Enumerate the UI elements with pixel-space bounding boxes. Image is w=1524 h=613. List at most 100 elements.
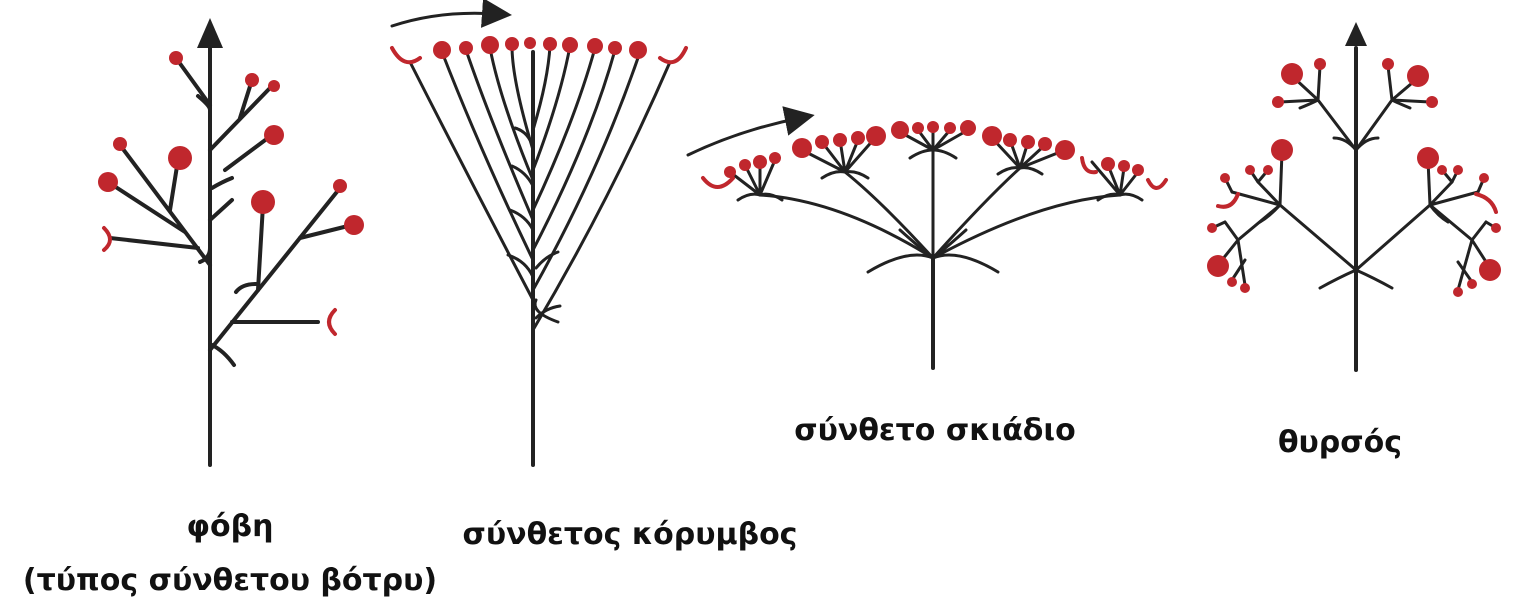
- flower: [1227, 277, 1237, 287]
- panicle-label: φόβη: [0, 512, 460, 542]
- flower: [1207, 255, 1229, 277]
- flower: [1101, 157, 1115, 171]
- flower: [833, 133, 847, 147]
- flower: [543, 37, 557, 51]
- flower: [1240, 283, 1250, 293]
- umbel-ray: [760, 195, 933, 258]
- cup-flower: [392, 48, 420, 62]
- flower: [524, 37, 536, 49]
- flower: [1245, 165, 1255, 175]
- flower: [459, 41, 473, 55]
- flower: [912, 122, 924, 134]
- flower: [1003, 133, 1017, 147]
- umbel-ray: [845, 172, 933, 258]
- bract: [933, 255, 998, 272]
- flower: [1281, 63, 1303, 85]
- flower: [245, 73, 259, 87]
- umbel-ray: [933, 168, 1020, 258]
- flower: [505, 37, 519, 51]
- flower: [815, 135, 829, 149]
- compound-umbel-diagram: [688, 118, 1166, 368]
- cup-flower: [1218, 194, 1238, 207]
- flower: [169, 51, 183, 65]
- compound-umbel-label: σύνθετο σκιάδιο: [760, 416, 1110, 446]
- panicle-branch: [210, 188, 340, 350]
- thyrse-branch: [1356, 160, 1490, 290]
- compound-corymb-label: σύνθετος κόρυμβος: [440, 520, 820, 550]
- panicle-branch: [258, 205, 263, 290]
- corymb-branch: [410, 62, 533, 300]
- flower: [268, 80, 280, 92]
- thyrse-label: θυρσός: [1240, 428, 1440, 458]
- flower: [1038, 137, 1052, 151]
- flower: [168, 146, 192, 170]
- flower: [113, 137, 127, 151]
- corymb-branch: [490, 48, 533, 180]
- flower: [866, 126, 886, 146]
- flower: [1479, 259, 1501, 281]
- flower: [927, 121, 939, 133]
- panicle-sublabel: (τύπος σύνθετου βότρυ): [0, 566, 460, 596]
- thyrse-axis-arrow-icon: [1345, 22, 1367, 46]
- corymb-branch: [533, 62, 670, 330]
- corymb-direction-arrow-icon: [392, 13, 497, 26]
- bract: [822, 172, 868, 178]
- panicle-axis-arrow-icon: [197, 18, 223, 48]
- panicle-branch: [110, 238, 198, 248]
- flower: [1417, 147, 1439, 169]
- bract: [738, 194, 782, 200]
- compound-corymb-diagram: [392, 13, 686, 465]
- flower: [1314, 58, 1326, 70]
- flower: [1453, 287, 1463, 297]
- flower: [891, 121, 909, 139]
- flower: [98, 172, 118, 192]
- flower: [562, 37, 578, 53]
- flower: [1118, 160, 1130, 172]
- flower: [944, 122, 956, 134]
- cup-flower: [703, 178, 733, 187]
- flower: [1491, 223, 1501, 233]
- flower: [251, 190, 275, 214]
- panicle-diagram: [98, 18, 364, 465]
- flower: [433, 41, 451, 59]
- bract: [212, 345, 234, 365]
- flower: [1271, 139, 1293, 161]
- flower: [1382, 58, 1394, 70]
- bract: [1098, 194, 1142, 200]
- flower: [1021, 135, 1035, 149]
- flower: [851, 131, 865, 145]
- flower: [1132, 164, 1144, 176]
- cup-flower: [329, 310, 335, 334]
- flower: [724, 166, 736, 178]
- cup-flower: [1476, 194, 1496, 212]
- bract: [212, 178, 232, 188]
- panicle-branch: [210, 200, 232, 220]
- flower: [344, 215, 364, 235]
- umbel-direction-arrow-icon: [688, 118, 800, 155]
- flower: [629, 41, 647, 59]
- flower: [739, 159, 751, 171]
- flower: [264, 125, 284, 145]
- flower: [792, 138, 812, 158]
- panicle-branch: [225, 135, 272, 170]
- bract: [236, 284, 256, 292]
- flower: [1437, 165, 1447, 175]
- flower: [1272, 96, 1284, 108]
- thyrse-diagram: [1207, 22, 1501, 370]
- flower: [1467, 279, 1477, 289]
- flower: [1055, 140, 1075, 160]
- flower: [1453, 165, 1463, 175]
- flower: [1407, 65, 1429, 87]
- flower: [481, 36, 499, 54]
- corymb-branch: [533, 46, 550, 130]
- flower: [1263, 165, 1273, 175]
- bract: [998, 168, 1042, 174]
- flower: [333, 179, 347, 193]
- flower: [769, 152, 781, 164]
- bract: [868, 255, 933, 272]
- umbellet-ray: [1092, 162, 1138, 195]
- umbellet-ray: [730, 160, 775, 195]
- cup-flower: [660, 48, 686, 62]
- flower: [1207, 223, 1217, 233]
- flower: [753, 155, 767, 169]
